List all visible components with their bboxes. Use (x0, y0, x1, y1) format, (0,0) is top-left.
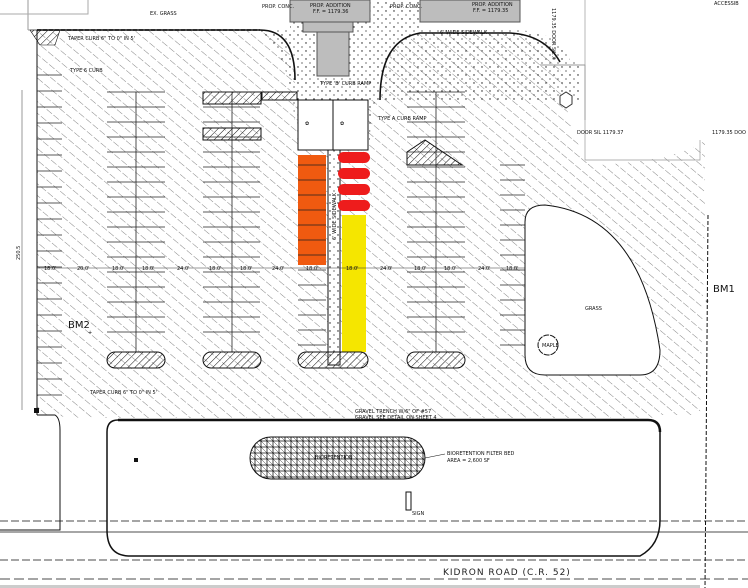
parking-islands (106, 351, 466, 369)
dimension-label: 250.5 (16, 246, 22, 260)
flower-icon: ✿ (340, 121, 344, 127)
dimension-label: 24.0' (478, 266, 491, 272)
door-sill-label: 1179.35 DOO (712, 130, 746, 136)
accessible-label: ACCESSIB (714, 1, 739, 7)
proposed-addition-2 (419, 0, 521, 23)
ff-label: F.F. = 1179.35 (473, 8, 508, 14)
sign-icon (405, 491, 412, 511)
sign-label: SIGN (412, 511, 425, 517)
benchmark-icon: + (88, 330, 92, 336)
dimension-row: 18.0' 20.0' 18.0' 18.0' 24.0' 18.0' 18.0' 24.0'… (44, 266, 519, 272)
dimension-label: 18.0' (414, 266, 427, 272)
maple-label: MAPLE (542, 343, 559, 349)
maple-tree-icon (537, 334, 559, 356)
flower-icon: ✿ (305, 121, 309, 127)
addition-label: PROP. ADDITION (472, 2, 513, 8)
addition-label: PROP. ADDITION (310, 3, 351, 9)
ex-grass-label: EX. GRASS (150, 11, 177, 17)
curb-note: TYPE 6 CURB (69, 68, 103, 74)
dimension-label: 18.0' (142, 266, 155, 272)
dimension-label: 18.0' (346, 266, 359, 272)
dimension-label: 24.0' (177, 266, 190, 272)
benchmark-label: BM2 (68, 320, 90, 331)
gravel-note: GRAVEL TRENCH W/6" OF #57 (355, 409, 431, 415)
dimension-label: 18.0' (209, 266, 222, 272)
road-label: KIDRON ROAD (C.R. 52) (443, 568, 571, 578)
sidewalk-label: 6' WIDE SIDEWALK (332, 192, 338, 240)
yellow-highlight-stalls (342, 215, 366, 352)
dimension-label: 18.0' (112, 266, 125, 272)
property-line (0, 0, 37, 31)
curb-note: TAPER CURB 6" TO 0" IN 5' (89, 390, 157, 396)
dimension-label: 18.0' (240, 266, 253, 272)
conc-label: PROP. CONC. (390, 4, 422, 10)
bioretention-note: AREA = 2,600 SF (447, 458, 490, 464)
dimension-label: 18.0' (506, 266, 519, 272)
conc-label: PROP. CONC. (262, 4, 294, 10)
dimension-label: 18.0' (306, 266, 319, 272)
grass-island (524, 204, 661, 376)
tree-symbol-icon (559, 91, 573, 109)
ff-label: F.F. = 1179.36 (313, 9, 348, 15)
gravel-note: GRAVEL SEE DETAIL ON SHEET 4 (355, 415, 437, 421)
ramp-note: TYPE 'B' CURB RAMP (319, 81, 371, 87)
benchmark-label: BM1 (713, 284, 735, 295)
curb-note: TAPER CURB 6" TO 0" IN 5' (67, 36, 135, 42)
benchmark-icon: ✶ (705, 299, 709, 305)
dimension-label: 20.0' (77, 266, 90, 272)
grass-label: GRASS (585, 306, 602, 312)
parking-stripes (37, 74, 525, 396)
bioretention-note: BIORETENTION FILTER BED (447, 451, 515, 457)
door-sill-label: DOOR SIL 1179.37 (577, 130, 623, 136)
sidewalk-label: 6' WIDE SIDEWALK (440, 30, 488, 36)
red-highlight-stalls (338, 152, 370, 211)
bioretention-label: BIORETENTION (315, 455, 353, 461)
dimension-label: 24.0' (380, 266, 393, 272)
dimension-label: 18.0' (44, 266, 57, 272)
door-sill-label: 1179.35 DOOR SIL X (550, 8, 556, 60)
dimension-label: 18.0' (444, 266, 457, 272)
dimension-label: 24.0' (272, 266, 285, 272)
ramp-note: TYPE A CURB RAMP (377, 116, 427, 122)
